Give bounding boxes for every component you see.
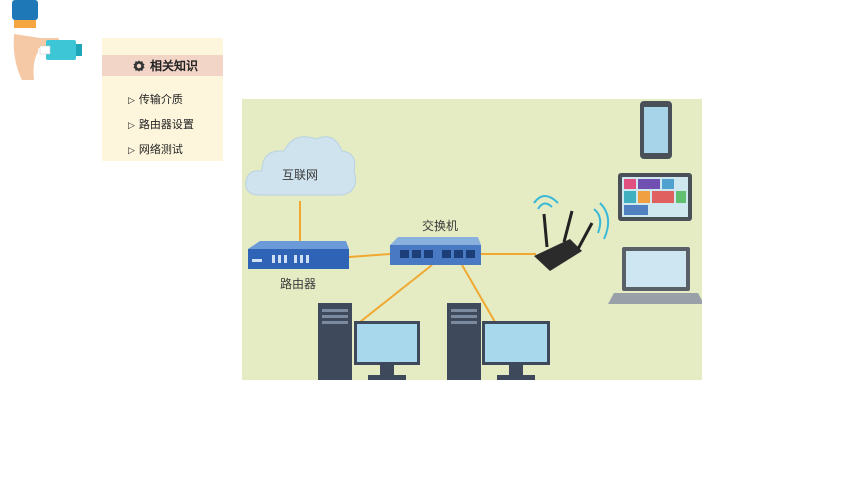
triangle-icon: ▷: [128, 96, 135, 106]
router-icon: [248, 241, 349, 269]
cloud-label: 互联网: [282, 168, 318, 182]
list-item-label: 路由器设置: [138, 118, 194, 131]
list-item[interactable]: ▷网络测试: [128, 143, 194, 168]
gear-icon: [133, 59, 145, 72]
panel-title: 相关知识: [150, 59, 199, 73]
network-diagram: 互联网 路由器 交换机: [242, 99, 702, 380]
network-links: [299, 201, 536, 323]
panel-header: 相关知识: [102, 55, 223, 76]
switch-label: 交换机: [422, 218, 458, 233]
list-item[interactable]: ▷路由器设置: [128, 118, 194, 143]
list-item-label: 传输介质: [138, 93, 183, 106]
knowledge-list: ▷传输介质 ▷路由器设置 ▷网络测试: [128, 93, 194, 168]
knowledge-panel: 相关知识 ▷传输介质 ▷路由器设置 ▷网络测试: [102, 38, 223, 161]
list-item[interactable]: ▷传输介质: [128, 93, 194, 118]
hand-usb-icon: [0, 0, 100, 90]
phone-icon: [640, 101, 672, 159]
tablet-icon: [618, 173, 692, 221]
triangle-icon: ▷: [128, 121, 135, 131]
switch-icon: [390, 237, 481, 265]
triangle-icon: ▷: [128, 146, 135, 156]
laptop-icon: [608, 247, 702, 304]
wireless-ap-icon: [533, 195, 610, 271]
list-item-label: 网络测试: [138, 143, 183, 156]
desktop-computer-icon: [447, 303, 550, 380]
cloud-icon: [245, 136, 356, 196]
desktop-computer-icon: [318, 303, 420, 380]
router-label: 路由器: [280, 276, 316, 291]
